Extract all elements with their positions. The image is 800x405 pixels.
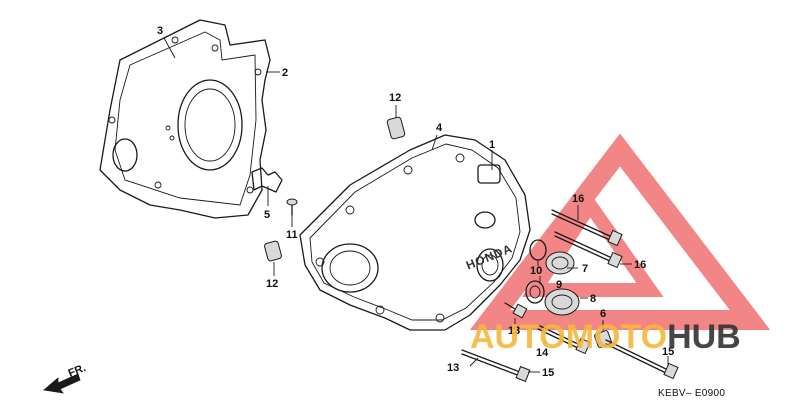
cap-nut (594, 330, 612, 348)
callout-14: 14 (536, 347, 549, 359)
callout-1: 1 (489, 139, 495, 151)
callout-7: 7 (582, 263, 588, 275)
diagram-code-label: KEBV– E0900 (658, 388, 725, 399)
callout-16-upper: 16 (572, 193, 584, 205)
crankcase-cover: HONDA (299, 134, 531, 331)
bolt-medium (537, 324, 591, 355)
callout-3: 3 (157, 25, 163, 37)
filler-cap (544, 288, 580, 316)
watermark-text-dark: HUB (667, 318, 741, 356)
front-direction-arrow: FR. (43, 362, 88, 394)
callout-16-right: 16 (634, 259, 646, 271)
callout-2: 2 (282, 67, 288, 79)
front-direction-label: FR. (67, 362, 88, 380)
callout-10: 10 (530, 265, 542, 277)
bolt-long-lower (461, 349, 531, 383)
gasket-plate (99, 19, 271, 219)
callout-6: 6 (600, 308, 606, 320)
watermark-triangle-inner (522, 192, 664, 297)
callout-13-upper: 13 (508, 325, 520, 337)
watermark-text: AUTOMOTOHUB (470, 318, 741, 356)
clip-part (251, 167, 283, 193)
oil-seal (525, 280, 545, 304)
callout-8: 8 (590, 293, 596, 305)
long-bolt-upper (551, 209, 623, 247)
callout-9: 9 (556, 279, 562, 291)
bolt-short-upper (504, 302, 528, 319)
inspection-cap (545, 251, 575, 275)
long-bolt-lower (554, 231, 623, 269)
dowel-pin-upper (386, 116, 406, 140)
watermark-triangle (469, 133, 771, 330)
callout-11: 11 (286, 229, 298, 241)
case-brand-emboss: HONDA (464, 241, 515, 272)
callout-15-lower: 15 (542, 367, 554, 379)
watermark-text-orange: AUTOMOTO (470, 318, 667, 356)
callout-13-lower: 13 (447, 362, 459, 374)
small-bolt (286, 198, 298, 216)
bolt-long-right (605, 339, 679, 380)
dowel-pin-lower (264, 240, 282, 262)
callout-numbers: 1 2 3 4 5 6 7 8 9 10 11 12 12 13 13 14 1… (157, 25, 674, 379)
leader-lines (163, 37, 669, 373)
callout-12-lower: 12 (266, 278, 278, 290)
callout-5: 5 (264, 209, 270, 221)
callout-12-upper: 12 (389, 92, 401, 104)
svg-text:AUTOMOTOHUB: AUTOMOTOHUB (470, 318, 741, 356)
callout-4: 4 (436, 122, 443, 134)
callout-15-right: 15 (662, 346, 674, 358)
watermark-logo (469, 133, 771, 330)
